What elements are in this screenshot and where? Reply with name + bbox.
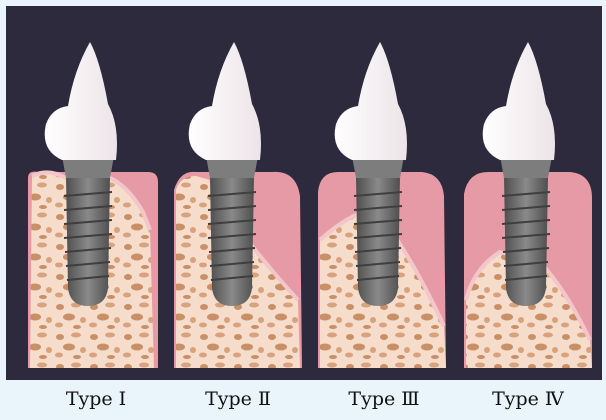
implant-type-4 xyxy=(464,42,592,368)
caption-type-2: Type Ⅱ xyxy=(168,388,308,410)
caption-type-3: Type Ⅲ xyxy=(314,388,454,410)
crown xyxy=(45,42,117,160)
caption-row: Type Ⅰ Type Ⅱ Type Ⅲ Type Ⅳ xyxy=(0,388,606,418)
implant-type-1 xyxy=(28,42,158,368)
implant-type-3 xyxy=(318,42,446,368)
caption-type-1: Type Ⅰ xyxy=(26,388,166,410)
crown xyxy=(483,42,555,160)
caption-type-4: Type Ⅳ xyxy=(458,388,598,410)
implant-type-2 xyxy=(174,42,302,368)
crown xyxy=(189,42,261,160)
crown xyxy=(335,42,407,160)
